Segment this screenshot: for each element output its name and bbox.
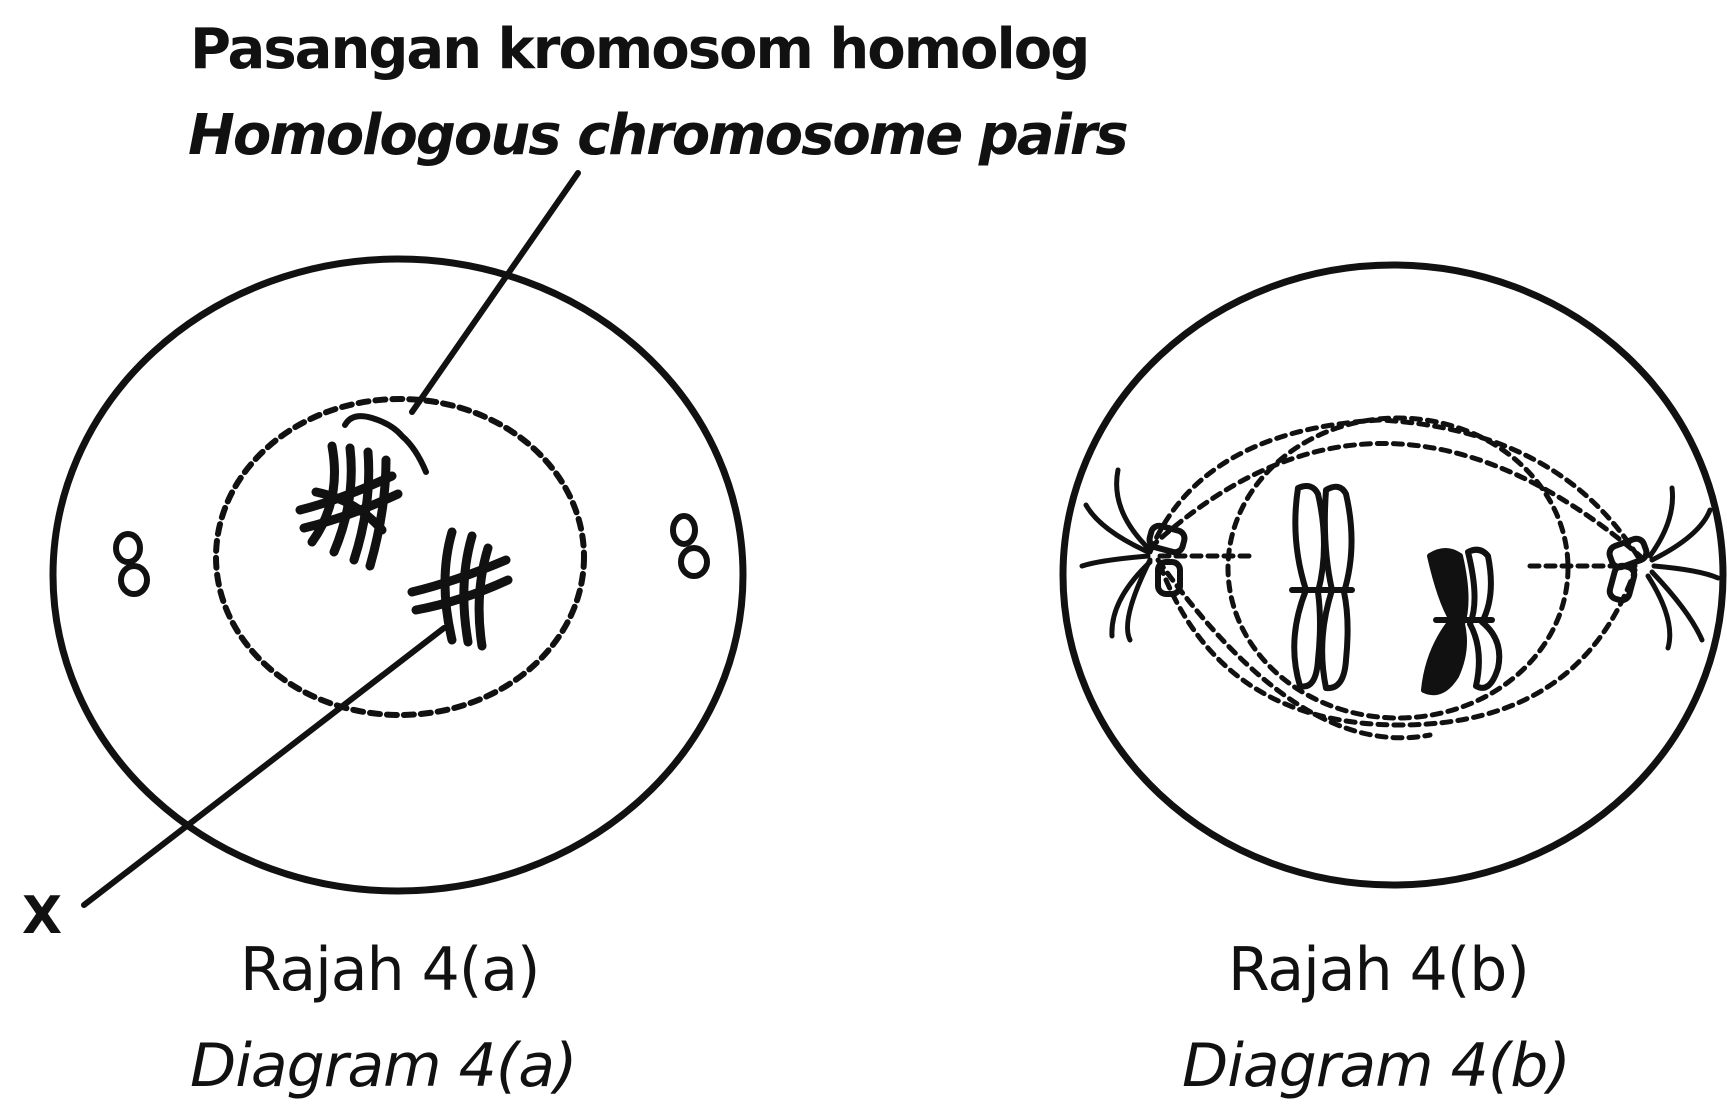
- nuclear-envelope-a: [216, 399, 584, 715]
- caption-b-english: Diagram 4(b): [1182, 1036, 1570, 1096]
- diagram-b: [1063, 265, 1723, 885]
- title-english: Homologous chromosome pairs: [188, 108, 1127, 164]
- caption-b-malay: Rajah 4(b): [1228, 940, 1529, 1000]
- caption-a-english: Diagram 4(a): [190, 1036, 576, 1096]
- homologous-pair-2: [412, 532, 508, 646]
- diagram-a: [53, 173, 743, 905]
- aster-left: [1082, 470, 1150, 640]
- caption-a-malay: Rajah 4(a): [240, 940, 539, 1000]
- spindle-fibres: [1150, 418, 1640, 738]
- title-malay: Pasangan kromosom homolog: [190, 22, 1088, 78]
- structure-x-label: X: [22, 890, 62, 942]
- chromosome-small-b: [1424, 550, 1499, 692]
- centriole-right-a: [673, 516, 707, 576]
- cell-membrane-a: [53, 259, 743, 891]
- centriole-left-a: [116, 534, 147, 594]
- chromosome-large-b: [1292, 486, 1352, 688]
- aster-right: [1648, 488, 1718, 648]
- homologous-pair-1: [300, 446, 398, 566]
